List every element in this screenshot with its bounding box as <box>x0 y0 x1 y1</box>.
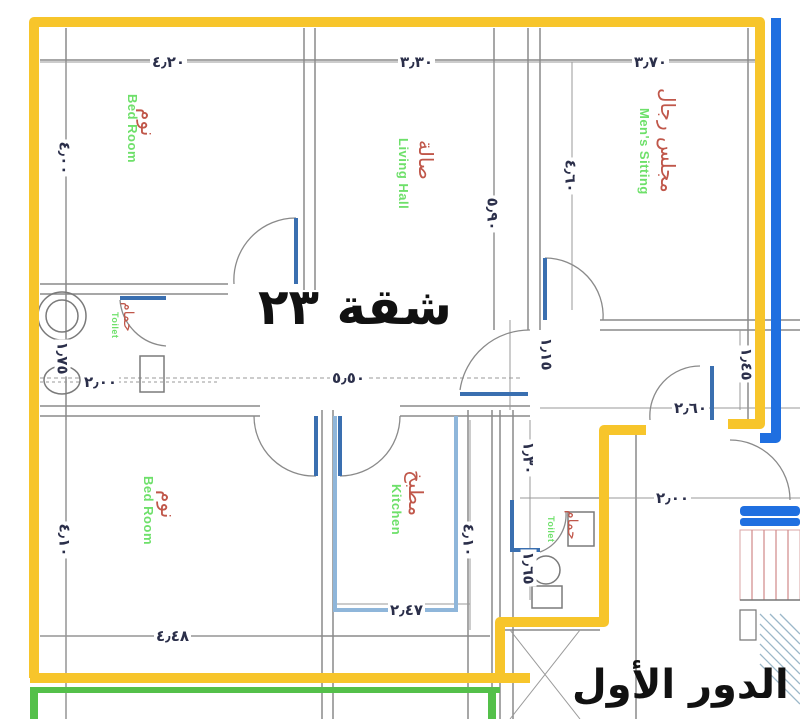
dim-bath-2-depth: ١٫٣٠ <box>519 439 538 477</box>
floor-label: الدور الأول <box>572 662 789 708</box>
room-label-ar-living-hall: صالة <box>414 140 438 180</box>
dim-corridor-depth: ١٫١٥ <box>537 335 556 373</box>
neighbor-outlines <box>30 18 800 719</box>
dim-stair-landing-width: ٢٫٠٠ <box>654 489 692 507</box>
shaft <box>509 629 581 720</box>
room-label-en-mens-sitting: Men's Sitting <box>637 108 652 195</box>
doors <box>119 217 791 553</box>
room-label-ar-bath-1: حمام <box>120 302 136 332</box>
room-label-ar-kitchen: مطبخ <box>404 470 428 517</box>
room-label-en-bath-2: Toilet <box>546 516 556 543</box>
dim-kitchen-depth: ٤٫١٠ <box>459 521 478 559</box>
dim-bedroom-1-width: ٤٫٢٠ <box>150 53 188 71</box>
staircase <box>739 529 800 705</box>
dim-bath-1-width: ٢٫٠٠ <box>82 373 120 391</box>
dim-living-width: ٣٫٣٠ <box>398 53 436 71</box>
dim-corridor-width: ٥٫٥٠ <box>330 369 368 387</box>
dim-mens-depth: ٤٫٦٠ <box>561 157 580 195</box>
apartment-title: شقة ٢٣ <box>258 278 452 336</box>
room-label-ar-bedroom-1: نوم <box>136 108 160 137</box>
room-label-ar-bath-2: حمام <box>564 510 580 540</box>
room-label-en-bedroom-2: Bed Room <box>141 476 156 545</box>
room-label-en-kitchen: Kitchen <box>389 484 404 536</box>
room-label-en-bath-1: Toilet <box>110 312 120 339</box>
dim-bedroom-2-depth: ٤٫١٠ <box>55 521 74 559</box>
dim-bath-2-width: ١٫٦٥ <box>519 549 538 587</box>
dim-bedroom-2-width: ٤٫٤٨ <box>154 627 192 645</box>
dim-kitchen-width: ٢٫٤٧ <box>388 601 426 619</box>
room-label-en-living-hall: Living Hall <box>396 138 411 210</box>
dim-mens-width: ٣٫٧٠ <box>632 53 670 71</box>
dim-living-depth: ٥٫٩٠ <box>483 195 502 233</box>
dim-entrance-depth: ١٫٤٥ <box>737 345 756 383</box>
apartment-outline-lower <box>30 425 646 683</box>
room-label-ar-mens-sitting: مجلس رجال <box>656 88 680 193</box>
room-label-ar-bedroom-2: نوم <box>156 490 180 519</box>
dim-bath-1-depth: ١٫٧٥ <box>53 339 72 377</box>
dim-bedroom-1-depth: ٤٫٠٠ <box>55 139 74 177</box>
dim-entrance-width: ٢٫٦٠ <box>672 399 710 417</box>
apartment-outline <box>29 17 765 678</box>
